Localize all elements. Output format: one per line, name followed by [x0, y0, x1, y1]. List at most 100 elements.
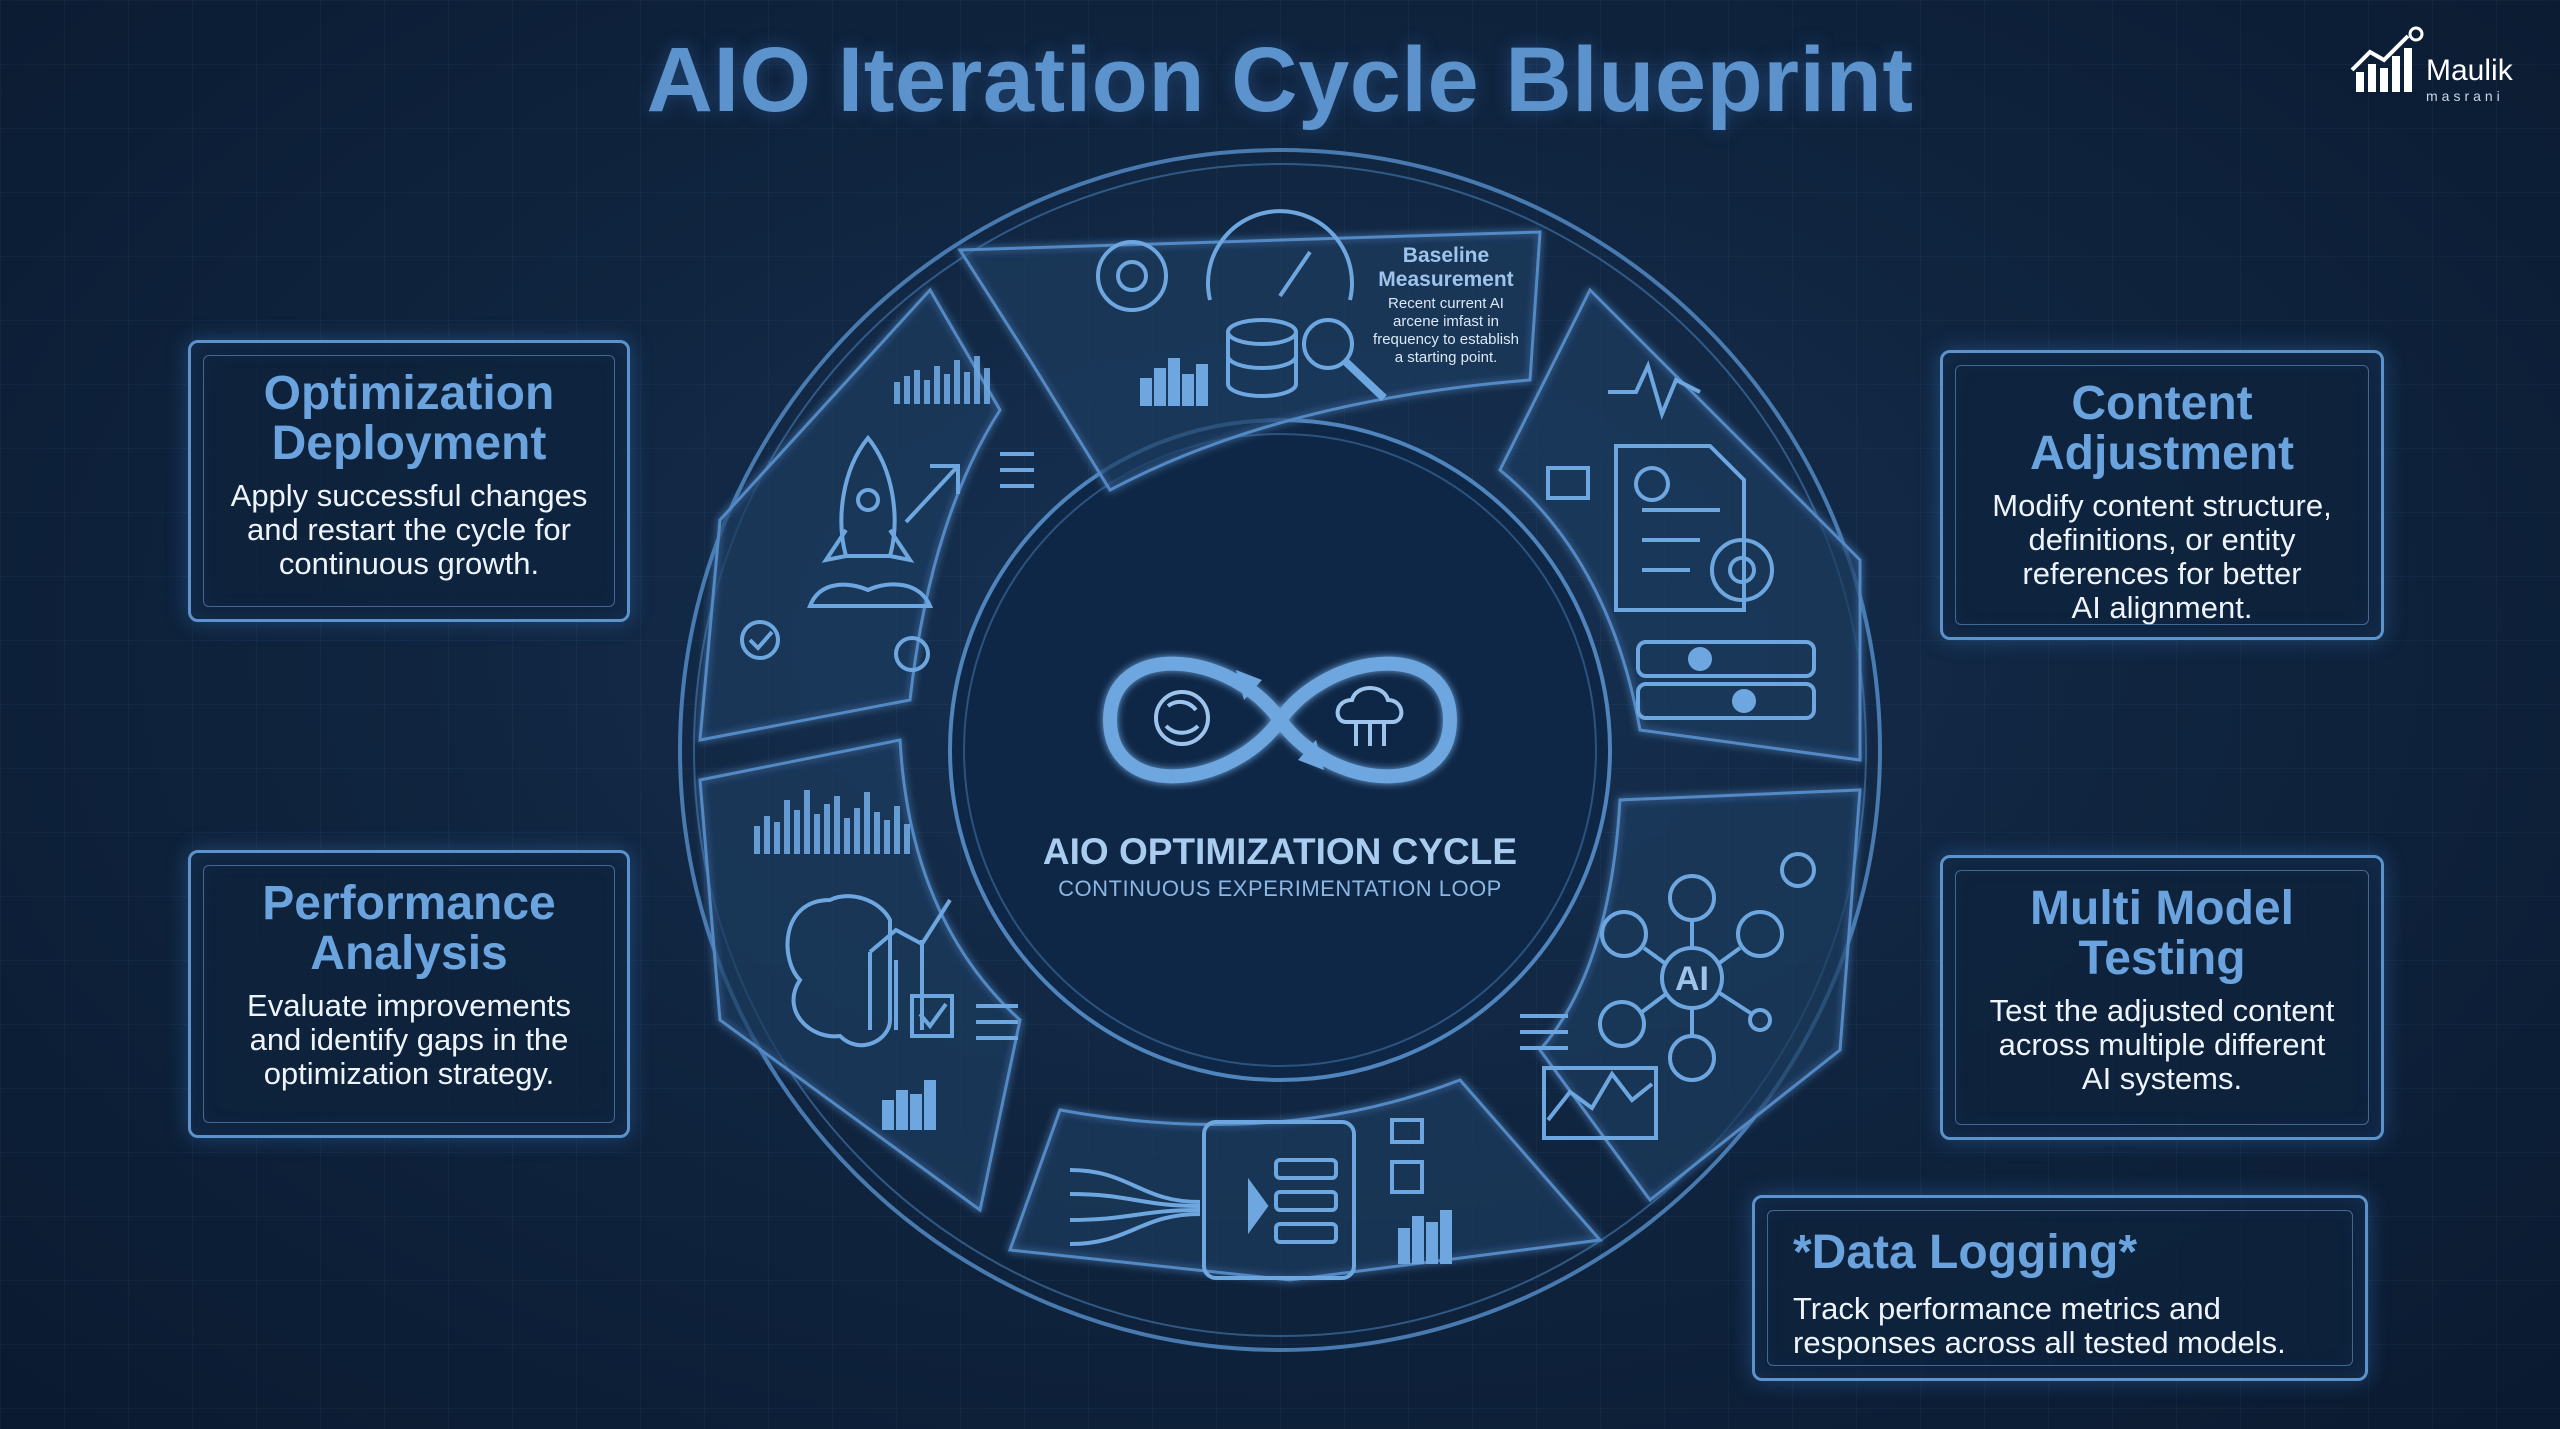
brand-logo: Maulik masrani [2350, 26, 2520, 106]
center-brain-icon [1154, 690, 1210, 746]
slider-track-1 [1636, 640, 1816, 678]
segment-optimization[interactable] [698, 287, 1002, 742]
loop-arrow-icon-1 [1236, 670, 1262, 700]
segment-performance[interactable] [698, 738, 1022, 1213]
card-content-adjustment[interactable]: Content Adjustment Modify content struct… [1940, 350, 2384, 640]
logo-name: Maulik [2426, 54, 2513, 87]
log-doc-icon-2 [1390, 1160, 1424, 1194]
card-desc-line-3: AI systems. [2081, 1061, 2243, 1096]
check-circle-icon [740, 620, 780, 660]
baseline-label: Baseline Measurement Recent current AI a… [1373, 244, 1519, 366]
baseline-desc-3: frequency to establish [1373, 331, 1519, 348]
card-desc-line-1: Evaluate improvements [247, 988, 571, 1023]
card-title-line-2: Adjustment [2030, 427, 2294, 480]
arrow-right-icon [1248, 1177, 1269, 1235]
card-title: Optimization Deployment [191, 369, 627, 469]
loop-arrow-icon-2 [1298, 740, 1324, 770]
gear-icon [1710, 538, 1774, 602]
card-title-line-1: Optimization [263, 367, 555, 420]
server-stack-icon [1202, 1120, 1356, 1280]
line-chart-icon [1546, 1070, 1654, 1122]
log-doc-icon-1 [1390, 1118, 1424, 1144]
card-title: Multi Model Testing [1943, 884, 2381, 984]
content-icons [1546, 360, 1816, 720]
baseline-title-1: Baseline [1403, 244, 1489, 267]
card-title-line-2: Deployment [271, 417, 547, 470]
input-line-1 [1069, 1168, 1201, 1204]
baseline-desc-2: arcene imfast in [1393, 313, 1499, 330]
outer-ring-inner [693, 163, 1867, 1337]
growth-arrow-icon [904, 464, 960, 524]
checkbox-icon [910, 994, 954, 1038]
card-desc-line-1: Test the adjusted content [1989, 993, 2335, 1028]
baseline-title-2: Measurement [1378, 268, 1513, 291]
inner-ring [948, 418, 1612, 1082]
optimization-histogram-icon [894, 356, 990, 404]
card-multi-model-testing[interactable]: Multi Model Testing Test the adjusted co… [1940, 855, 2384, 1140]
pulse-icon [1608, 360, 1701, 421]
card-title-line-1: Content [2071, 377, 2253, 430]
ai-badge-text: AI [1675, 960, 1709, 998]
speedometer-icon [1206, 209, 1354, 301]
brain-node-icon-3 [1736, 910, 1784, 958]
card-description: Evaluate improvements and identify gaps … [191, 989, 627, 1091]
data-icons [1069, 1118, 1452, 1280]
growth-chart-logo-icon [2350, 26, 2424, 92]
slider-track-2 [1636, 682, 1816, 720]
baseline-icons [1096, 209, 1387, 406]
card-desc-line-3: references for better [2022, 556, 2302, 591]
card-description: Modify content structure, definitions, o… [1943, 489, 2381, 625]
center-cloud-network-icon [1335, 686, 1404, 746]
card-desc-line-2: responses across all tested models. [1793, 1325, 2286, 1360]
small-bar-chart-icon [882, 1100, 894, 1130]
logo-subtitle: masrani [2426, 88, 2504, 104]
node-dot-icon [1748, 1008, 1772, 1032]
card-desc-line-1: Modify content structure, [1992, 488, 2332, 523]
card-optimization-deployment[interactable]: Optimization Deployment Apply successful… [188, 340, 630, 622]
optimization-icons [740, 434, 1034, 672]
card-desc-line-2: across multiple different [1998, 1027, 2326, 1062]
card-desc-line-2: definitions, or entity [2028, 522, 2296, 557]
target-icon [894, 636, 930, 672]
dial-icon [1096, 240, 1168, 312]
page-title: AIO Iteration Cycle Blueprint [646, 29, 1914, 131]
brain-node-icon-4 [1598, 1000, 1646, 1048]
performance-icons [785, 894, 1018, 1130]
document-icon [1614, 444, 1746, 612]
card-title-line-2: Analysis [310, 927, 508, 980]
card-desc-line-3: optimization strategy. [263, 1056, 555, 1091]
card-desc-line-2: and identify gaps in the [249, 1022, 569, 1057]
mini-chart-icon [1546, 466, 1590, 500]
baseline-desc-1: Recent current AI [1388, 295, 1504, 312]
card-desc-line-3: continuous growth. [278, 546, 540, 581]
card-title-line-2: Testing [2078, 932, 2246, 985]
card-title: Performance Analysis [191, 879, 627, 979]
card-desc-line-1: Track performance metrics and [1793, 1291, 2221, 1326]
card-desc-line-2: and restart the cycle for [247, 512, 571, 547]
card-description: Apply successful changes and restart the… [191, 479, 627, 581]
card-title-line-1: Multi Model [2030, 882, 2294, 935]
card-performance-analysis[interactable]: Performance Analysis Evaluate improvemen… [188, 850, 630, 1138]
magnifier-icon [1302, 318, 1354, 370]
card-desc-line-4: AI alignment. [2071, 590, 2253, 625]
card-title: *Data Logging* [1793, 1226, 2137, 1279]
card-title-line-1: Performance [262, 877, 556, 930]
trend-arrow-icon [868, 898, 952, 954]
card-description: Track performance metrics and responses … [1755, 1292, 2365, 1360]
bar-chart-icon [1398, 1228, 1410, 1264]
center-title: AIO OPTIMIZATION CYCLE [1043, 831, 1517, 872]
rocket-icon [839, 434, 897, 558]
baseline-desc-4: a starting point. [1395, 349, 1498, 366]
card-description: Test the adjusted content across multipl… [1943, 994, 2381, 1096]
settings-gear-icon [1780, 852, 1816, 888]
card-data-logging[interactable]: *Data Logging* Track performance metrics… [1752, 1195, 2368, 1381]
infinity-loop-icon [1102, 656, 1458, 784]
card-desc-line-1: Apply successful changes [230, 478, 588, 513]
small-gear-icon [1634, 466, 1670, 502]
brain-node-icon-2 [1600, 910, 1648, 958]
center-subtitle: CONTINUOUS EXPERIMENTATION LOOP [1058, 876, 1502, 901]
outer-ring [678, 148, 1882, 1352]
inner-ring-inner [963, 433, 1597, 1067]
performance-histogram-icon [754, 790, 910, 854]
